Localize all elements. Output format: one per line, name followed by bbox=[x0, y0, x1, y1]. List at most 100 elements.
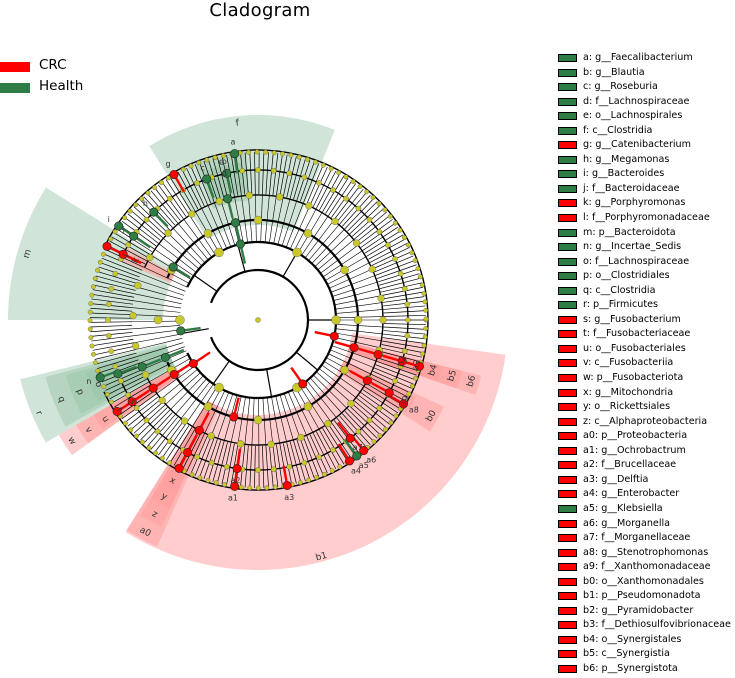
tree-node bbox=[358, 184, 362, 188]
clade-label: g bbox=[165, 160, 170, 169]
biomarker-node-k bbox=[103, 242, 111, 250]
leaf-edge bbox=[384, 327, 426, 329]
tree-node bbox=[88, 318, 92, 322]
tree-node bbox=[377, 406, 382, 411]
key-swatch bbox=[558, 156, 577, 164]
leaf-edge bbox=[137, 203, 167, 232]
key-label: a4: g__Enterobacter bbox=[583, 488, 679, 499]
clade-label: a7 bbox=[353, 443, 363, 452]
key-item-c: c: g__Roseburia bbox=[557, 81, 735, 96]
key-swatch bbox=[558, 607, 577, 615]
key-label: a: g__Faecalibacterium bbox=[583, 52, 693, 63]
key-item-a5: a5: g__Klebsiella bbox=[557, 503, 735, 518]
tree-node bbox=[304, 229, 312, 237]
tree-node bbox=[98, 260, 102, 264]
key-swatch bbox=[558, 534, 577, 542]
leaf-edge bbox=[137, 408, 167, 437]
tree-node bbox=[272, 151, 276, 155]
tree-node bbox=[216, 198, 223, 205]
key-swatch bbox=[558, 490, 577, 498]
key-item-z: z: c__Alphaproteobacteria bbox=[557, 416, 735, 431]
tree-node bbox=[240, 168, 245, 173]
key-label: a9: f__Xanthomonadaceae bbox=[583, 561, 711, 572]
key-item-h: h: g__Megamonas bbox=[557, 154, 735, 169]
key-label: b3: f__Dethiosulfovibrionaceae bbox=[583, 619, 731, 630]
key-label: a8: g__Stenotrophomonas bbox=[583, 547, 708, 558]
tree-node bbox=[155, 429, 160, 434]
tree-node bbox=[109, 349, 114, 354]
key-label: b6: p__Synergistota bbox=[583, 663, 678, 674]
branch-edge bbox=[312, 229, 345, 264]
key-item-b3: b3: f__Dethiosulfovibrionaceae bbox=[557, 619, 735, 634]
key-label: g: g__Catenibacterium bbox=[583, 139, 691, 150]
tree-node bbox=[198, 475, 202, 479]
key-swatch bbox=[558, 461, 577, 469]
tree-node bbox=[372, 439, 376, 443]
tree-node bbox=[424, 326, 428, 330]
key-swatch bbox=[558, 636, 577, 644]
tree-node bbox=[402, 286, 407, 291]
biomarker-node-a4 bbox=[345, 457, 353, 465]
tree-node bbox=[154, 316, 162, 324]
biomarker-node-p bbox=[138, 363, 146, 371]
tree-node bbox=[101, 252, 105, 256]
tree-node bbox=[128, 209, 132, 213]
leaf-edge bbox=[347, 202, 377, 232]
key-label: a5: g__Klebsiella bbox=[583, 503, 663, 514]
tree-node bbox=[297, 434, 304, 441]
key-item-d: d: f__Lachnospiraceae bbox=[557, 96, 735, 111]
leaf-edge bbox=[345, 198, 374, 228]
tree-node bbox=[159, 180, 163, 184]
skeleton-edge bbox=[194, 275, 217, 291]
key-label: a3: g__Delftia bbox=[583, 474, 648, 485]
tree-node bbox=[189, 164, 193, 168]
biomarker-node-a3 bbox=[283, 481, 291, 489]
tree-node bbox=[142, 371, 149, 378]
biomarker-node-g bbox=[170, 170, 178, 178]
tree-node bbox=[88, 327, 92, 331]
tree-node bbox=[265, 486, 269, 490]
tree-node bbox=[165, 230, 172, 237]
branch-edge bbox=[167, 232, 202, 265]
tree-node bbox=[344, 196, 349, 201]
key-swatch bbox=[558, 403, 577, 411]
tree-node bbox=[402, 349, 407, 354]
tree-node bbox=[341, 366, 349, 374]
key-item-q: q: c__Clostridia bbox=[557, 285, 735, 300]
leaf-edge bbox=[359, 219, 393, 244]
tree-node bbox=[254, 216, 262, 224]
tree-node bbox=[140, 440, 144, 444]
biomarker-node-y bbox=[183, 448, 191, 456]
biomarker-node-f bbox=[236, 240, 244, 248]
key-swatch bbox=[558, 69, 577, 77]
root-node bbox=[256, 318, 261, 323]
key-item-f: f: c__Clostridia bbox=[557, 125, 735, 140]
tree-node bbox=[289, 153, 293, 157]
tree-node bbox=[305, 202, 312, 209]
tree-node bbox=[420, 283, 424, 287]
tree-node bbox=[246, 150, 250, 154]
tree-node bbox=[271, 168, 276, 173]
tree-node bbox=[213, 155, 217, 159]
leaf-edge bbox=[384, 311, 426, 313]
leaf-edge bbox=[384, 306, 426, 310]
biomarker-node-d bbox=[224, 195, 232, 203]
tree-node bbox=[167, 461, 171, 465]
tree-node bbox=[316, 180, 321, 185]
leaf-edge bbox=[376, 260, 415, 275]
tree-node bbox=[293, 248, 302, 257]
tree-node bbox=[263, 150, 267, 154]
biomarker-node-w bbox=[189, 359, 197, 367]
tree-node bbox=[377, 201, 381, 205]
tree-node bbox=[393, 221, 397, 225]
tree-node bbox=[181, 418, 188, 425]
clade-label: h bbox=[143, 199, 148, 208]
tree-node bbox=[123, 216, 127, 220]
leaf-edge bbox=[91, 332, 133, 336]
tree-node bbox=[305, 157, 309, 161]
clade-label: a8 bbox=[409, 406, 419, 415]
key-item-y: y: o__Rickettsiales bbox=[557, 401, 735, 416]
tree-node bbox=[413, 376, 417, 380]
key-swatch bbox=[558, 520, 577, 528]
tree-node bbox=[237, 440, 244, 447]
